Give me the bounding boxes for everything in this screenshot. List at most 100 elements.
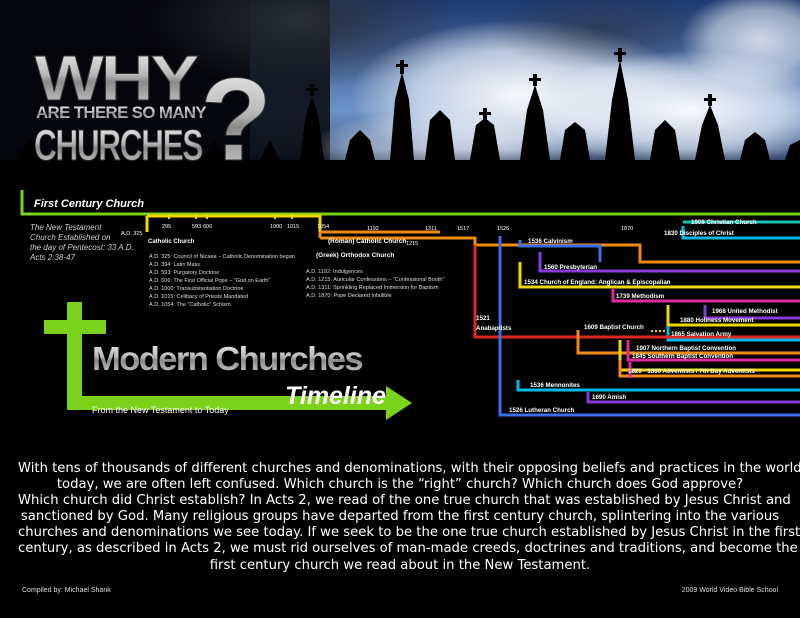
label-disciples: 1830 Disciples of Christ xyxy=(664,230,734,237)
magenta-methodism xyxy=(611,289,800,303)
catholic-event-5: A.D. 1000: Transubstantiation Doctrine xyxy=(149,286,243,292)
first-century-desc-2: Church Established on xyxy=(30,233,111,242)
paragraph-line-7: first century church we read about in th… xyxy=(209,557,591,573)
roman-catholic-label: (Roman) Catholic Church xyxy=(328,238,406,245)
label-anabaptists-year: 1521 xyxy=(476,315,490,322)
paragraph-line-6: century, as described in Acts 2, we must… xyxy=(18,541,798,557)
year-593: 593 xyxy=(192,224,201,230)
label-anabaptists: Anabaptists xyxy=(476,325,512,332)
paragraph-line-5: churches and denominations we see today.… xyxy=(18,525,800,541)
cyan-disciples xyxy=(681,226,800,240)
catholic-event-4: A.D. 606: The First Official Pope – "God… xyxy=(149,278,270,284)
schism-block: (Roman) Catholic Church (Greek) Orthodox… xyxy=(306,226,633,299)
catholic-event-1: A.D. 325: Council of Nicaea – Catholic D… xyxy=(149,254,295,260)
catholic-block: A.D. 325 Catholic Church 295 593 606 100… xyxy=(121,224,329,308)
label-united-methodist: 1968 United Methodist xyxy=(712,308,778,315)
catholic-event-2: A.D. 394: Latin Mass xyxy=(149,262,200,268)
footer-compiled-by: Compiled by: Michael Shank xyxy=(22,587,111,594)
label-calvinism: 1536 Calvinism xyxy=(528,238,573,245)
label-anglican: 1534 Church of England: Anglican & Episc… xyxy=(524,279,671,286)
label-baptist: 1609 Baptist Church xyxy=(584,324,644,331)
yellow-holiness xyxy=(666,305,800,327)
first-century-title: First Century Church xyxy=(34,198,144,210)
paragraph-line-1: With tens of thousands of different chur… xyxy=(18,461,800,476)
catholic-event-7: A.D. 1054: The "Catholic" Schism xyxy=(149,302,231,308)
greek-orthodox-label: (Greek) Orthodox Church xyxy=(316,252,394,259)
title-question-mark: ? xyxy=(200,54,272,186)
logo-timeline: Timeline xyxy=(285,382,386,410)
purple-united xyxy=(703,305,800,320)
label-presbyterian: 1560 Presbyterian xyxy=(544,264,597,271)
year-295: 295 xyxy=(162,224,171,230)
year-1215: 1215 xyxy=(406,241,418,247)
dotted-connector xyxy=(651,330,665,332)
schism-event-1: A.D. 1192: Indulgences xyxy=(306,269,363,275)
label-methodism: 1739 Methodism xyxy=(616,293,665,300)
orange-roman-line xyxy=(320,236,800,264)
label-salvation-army: 1865 Salvation Army xyxy=(671,331,732,338)
blue-calvinism xyxy=(518,240,602,262)
year-1517: 1517 xyxy=(457,226,469,232)
logo-arrow-shaft xyxy=(82,396,388,410)
orange-baptist xyxy=(576,330,800,355)
title-why: WHY xyxy=(35,42,199,113)
purple-amish xyxy=(586,392,800,404)
year-1192: 1192 xyxy=(367,226,379,232)
orange-adventists xyxy=(618,360,800,378)
logo-cross-horizontal xyxy=(44,320,106,334)
schism-event-3: A.D. 1311: Sprinkling Replaced Immersion… xyxy=(306,285,439,291)
year-1870: 1870 xyxy=(621,226,633,232)
schism-event-4: A.D. 1870: Pope Declared Infallible xyxy=(306,293,392,299)
label-northern-baptist: 1907 Northern Baptist Convention xyxy=(636,345,736,352)
title-churches: CHURCHES xyxy=(34,121,202,170)
green-main-line xyxy=(20,190,800,216)
description-paragraph: With tens of thousands of different chur… xyxy=(18,461,800,574)
first-century-desc-3: the day of Pentecost: 33 A.D. xyxy=(30,243,134,252)
yellow-catholic-line xyxy=(145,214,322,232)
cyan-salvation xyxy=(666,326,800,342)
magenta-southern xyxy=(626,340,800,362)
label-adventists: 1820 - 1860 Adventists / 7th Day Adventi… xyxy=(628,368,755,375)
year-606: 606 xyxy=(203,224,212,230)
timeline-lines xyxy=(20,190,800,417)
label-mennonites: 1536 Mennonites xyxy=(530,382,580,389)
label-southern-baptist: 1845 Southern Baptist Convention xyxy=(632,353,733,360)
paragraph-line-3: Which church did Christ establish? In Ac… xyxy=(18,493,791,509)
ad-325-label: A.D. 325 xyxy=(121,231,142,237)
label-christian-church: 1906 Christian Church xyxy=(691,219,757,226)
year-1311: 1311 xyxy=(425,226,437,232)
blue-lutheran xyxy=(498,236,800,417)
logo-modern-churches: Modern Churches xyxy=(92,340,362,377)
poster-title: WHY ARE THERE SO MANY CHURCHES ? xyxy=(34,42,273,187)
logo-subtitle: From the New Testament to Today xyxy=(92,405,229,415)
logo-arrow-head xyxy=(386,386,412,420)
yellow-anglican xyxy=(518,262,800,289)
catholic-event-6: A.D. 1015: Celibacy of Priests Mandated xyxy=(149,294,248,300)
red-anabaptist xyxy=(473,245,800,339)
year-1000: 1000 xyxy=(270,224,282,230)
cyan-mennonites xyxy=(516,380,800,392)
year-1526: 1526 xyxy=(497,226,509,232)
catholic-event-3: A.D. 593: Purgatory Doctrine xyxy=(149,270,219,276)
title-are-there-so-many: ARE THERE SO MANY xyxy=(36,103,207,122)
paragraph-line-4: sanctioned by God. Many religious groups… xyxy=(20,509,780,525)
purple-presbyterian xyxy=(538,252,800,273)
branch-labels: 1906 Christian Church 1830 Disciples of … xyxy=(476,219,778,414)
schism-event-2: A.D. 1215: Auricular Confessions – "Conf… xyxy=(306,277,444,283)
paragraph-line-2: today, we are often left confused. Which… xyxy=(56,477,744,493)
year-1054: 1054 xyxy=(317,224,329,230)
logo-cross-vertical xyxy=(67,302,82,410)
first-century-desc-1: The New Testament xyxy=(30,223,102,232)
footer-publisher: 2009 World Video Bible School xyxy=(681,587,778,594)
modern-churches-logo: Modern Churches Timeline From the New Te… xyxy=(44,302,412,420)
label-lutheran: 1526 Lutheran Church xyxy=(509,407,575,414)
label-amish: 1690 Amish xyxy=(592,394,626,401)
catholic-year-ticks xyxy=(168,214,293,219)
label-holiness: 1880 Holiness Movement xyxy=(680,317,754,324)
catholic-label: Catholic Church xyxy=(148,239,195,245)
first-century-block: First Century Church The New Testament C… xyxy=(29,198,144,262)
year-1015: 1015 xyxy=(287,224,299,230)
first-century-desc-4: Acts 2:38-47 xyxy=(29,253,75,262)
church-skyline-silhouette xyxy=(0,48,800,200)
